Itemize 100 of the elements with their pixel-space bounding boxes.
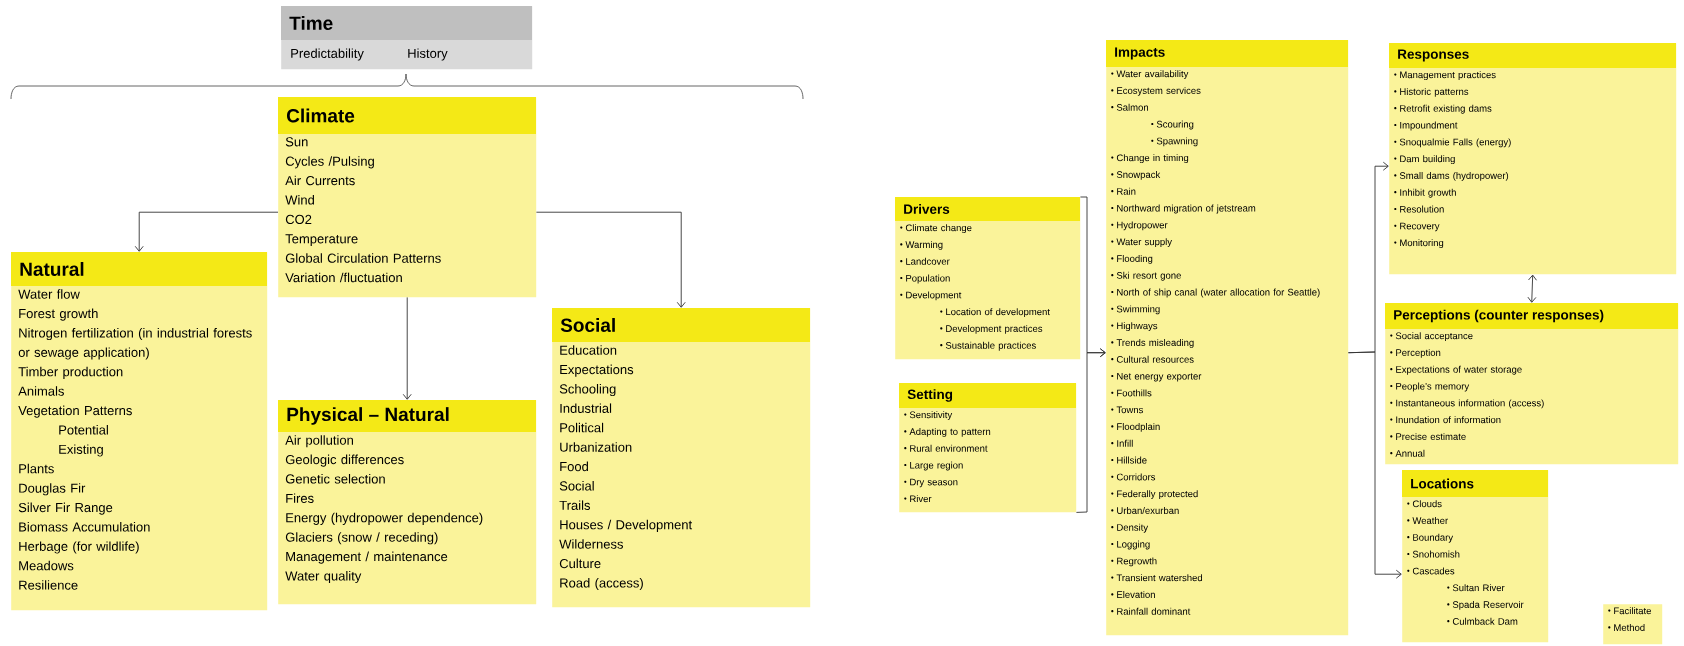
list-item: Boundary [1407, 533, 1454, 543]
list-item: Animals [18, 386, 64, 396]
list-item: Trails [559, 500, 591, 510]
list-item: Sun [285, 137, 308, 147]
list-item: Change in timing [1111, 154, 1189, 164]
list-item: Cultural resources [1111, 355, 1194, 363]
list-item: Air pollution [285, 435, 353, 448]
list-item: Social acceptance [1390, 332, 1473, 342]
list-item: Retrofit existing dams [1394, 104, 1492, 114]
list-item: Facilitate [1608, 607, 1651, 615]
list-item: Vegetation Patterns [18, 405, 132, 418]
list-item: Plants [19, 463, 54, 474]
list-item: Northward migration of jetstream [1111, 204, 1256, 214]
list-box [278, 400, 537, 605]
list-item: Net energy exporter [1111, 372, 1202, 382]
list-item: Highways [1111, 322, 1158, 332]
list-item: Warming [900, 241, 943, 250]
arrow [402, 296, 412, 400]
list-item: Snoqualmie Falls (energy) [1394, 138, 1511, 148]
list-item: Industrial [560, 403, 612, 413]
list-item: Spada Reservoir [1447, 601, 1524, 610]
list-item: Development practices [940, 325, 1043, 334]
list-item: Snohomish [1407, 550, 1460, 558]
list-item: Water availability [1111, 70, 1189, 80]
list-item: Global Circulation Patterns [285, 253, 441, 263]
list-item: Political [560, 422, 604, 433]
box-heading: Social [552, 308, 810, 342]
list-item: Method [1608, 624, 1645, 631]
list-item: Energy (hydropower dependence) [286, 512, 483, 525]
list-item: Large region [904, 461, 963, 471]
list-box [552, 308, 811, 608]
list-item: Wilderness [559, 539, 624, 549]
list-box [895, 197, 1081, 360]
list-item: Swimming [1111, 305, 1160, 315]
arrow [535, 211, 686, 308]
box-heading: Locations [1402, 470, 1548, 497]
list-item: Development [900, 291, 962, 301]
list-item: Ecosystem services [1111, 87, 1201, 96]
list-item: Silver Fir Range [18, 502, 113, 515]
list-item: Cascades [1407, 567, 1455, 575]
box-heading: Impacts [1106, 40, 1348, 67]
list-item: Nitrogen fertilization (in industrial forests or sewage application) [18, 328, 252, 360]
list-item: Landcover [900, 257, 950, 265]
box-heading: Drivers [895, 197, 1080, 221]
list-item: Towns [1111, 406, 1143, 414]
list-item: Forest growth [19, 308, 98, 321]
list-item: Road (access) [560, 578, 643, 591]
list-item: Urban/exurban [1111, 507, 1179, 514]
list-item: Social [559, 481, 594, 491]
list-box [1385, 303, 1679, 465]
list-item: Clouds [1407, 500, 1442, 508]
list-item: Expectations of water storage [1390, 365, 1522, 375]
list-box [11, 252, 268, 611]
list-item: Biomass Accumulation [19, 522, 150, 532]
list-item: Small dams (hydropower) [1394, 172, 1509, 181]
list-item: Rain [1111, 187, 1136, 195]
arrow [134, 211, 279, 252]
list-item: Expectations [560, 364, 634, 377]
list-item: Trends misleading [1111, 339, 1194, 348]
list-item: Urbanization [560, 442, 632, 452]
list-box [899, 383, 1077, 513]
list-item: Hydropower [1111, 221, 1168, 231]
list-item: Geologic differences [285, 454, 404, 467]
list-item: Resilience [19, 580, 78, 590]
list-item: Houses / Development [560, 519, 693, 532]
list-item: Rainfall dominant [1111, 607, 1191, 615]
list-item: Inhibit growth [1394, 188, 1456, 198]
list-item: Weather [1407, 517, 1448, 524]
list-box [1389, 43, 1677, 275]
list-item: Wind [285, 195, 314, 205]
list-item: Snowpack [1111, 171, 1161, 180]
list-item: Logging [1111, 540, 1150, 550]
arrow [1527, 274, 1537, 303]
list-item: Perception [1390, 349, 1441, 358]
list-item: Transient watershed [1111, 574, 1203, 582]
list-item: Schooling [559, 384, 616, 397]
list-item: Potential [59, 425, 108, 435]
list-item: Impoundment [1394, 121, 1458, 131]
list-item: Sustainable practices [940, 341, 1036, 351]
list-item: Sensitivity [904, 411, 953, 421]
list-item: Predictability [291, 48, 364, 61]
list-item: Infill [1111, 439, 1133, 447]
list-item: Existing [59, 444, 103, 457]
list-box [1603, 604, 1663, 645]
list-item: History [408, 48, 448, 61]
list-item: People’s memory [1390, 382, 1470, 392]
list-item: Resolution [1394, 205, 1444, 213]
list-item: Inundation of information [1390, 416, 1501, 424]
list-item: Population [900, 274, 950, 284]
list-item: Spawning [1151, 137, 1198, 147]
list-box [278, 97, 537, 298]
list-item: Management / maintenance [286, 551, 448, 564]
list-item: Corridors [1111, 473, 1156, 481]
box-heading: Climate [278, 97, 536, 134]
list-item: Temperature [285, 234, 358, 246]
list-item: Climate change [900, 224, 972, 234]
list-item: Rural environment [904, 444, 988, 452]
list-item: Air Currents [285, 175, 355, 186]
list-item: Floodplain [1111, 423, 1160, 432]
box-heading: Setting [899, 383, 1076, 408]
